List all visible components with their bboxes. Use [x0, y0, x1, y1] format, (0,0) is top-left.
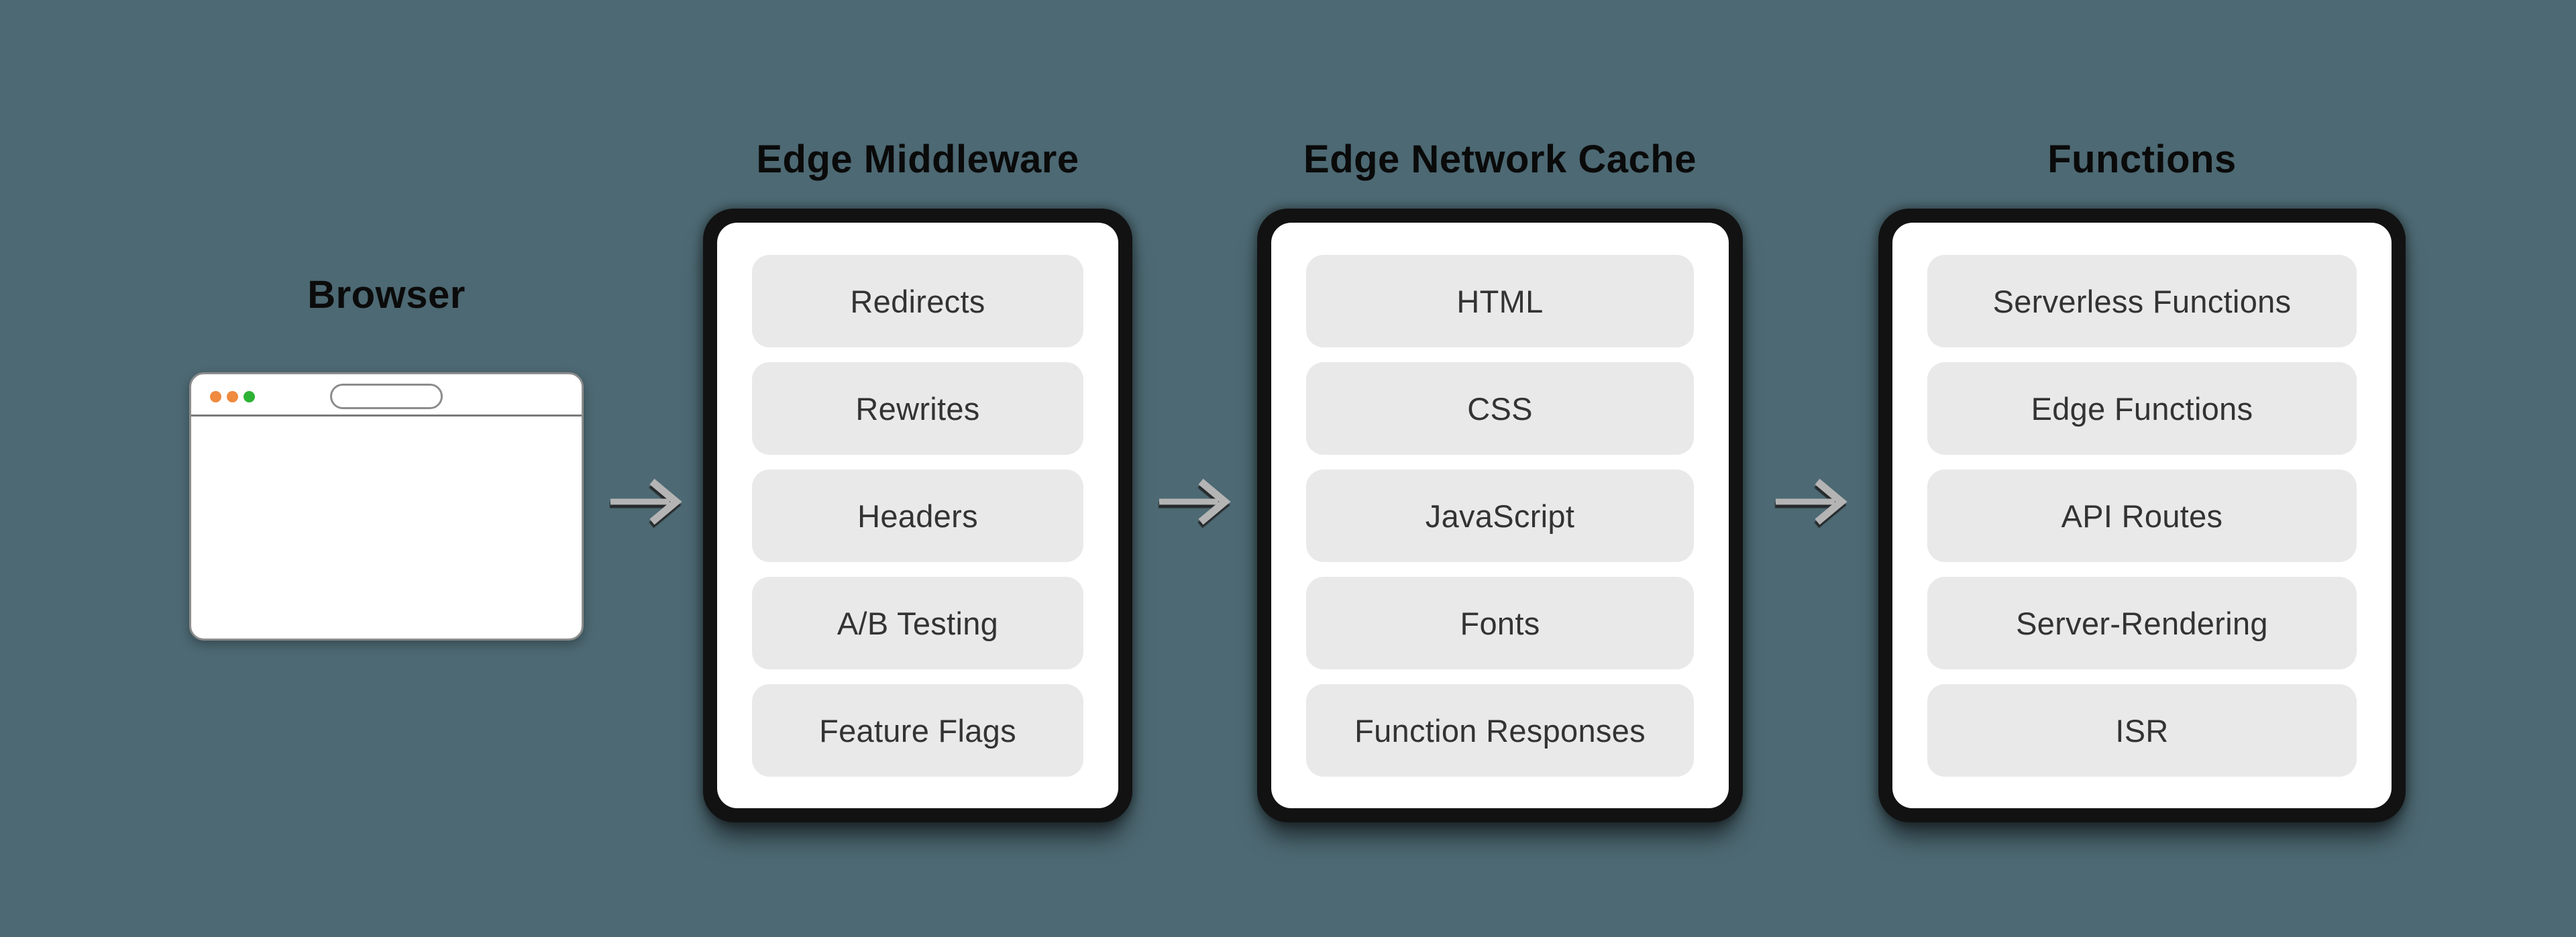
card-item-html: HTML: [1306, 255, 1694, 347]
card-item-headers: Headers: [752, 470, 1083, 562]
card-body: Redirects Rewrites Headers A/B Testing F…: [717, 223, 1118, 808]
traffic-lights: [210, 391, 255, 402]
card-item-serverless-functions: Serverless Functions: [1927, 255, 2357, 347]
card-body: HTML CSS JavaScript Fonts Function Respo…: [1271, 223, 1729, 808]
flow-arrow-icon: [609, 476, 683, 527]
column-title-edge-middleware: Edge Middleware: [756, 137, 1079, 181]
card-edge-network-cache: HTML CSS JavaScript Fonts Function Respo…: [1257, 209, 1743, 822]
browser-titlebar: [191, 374, 582, 417]
card-item-isr: ISR: [1927, 684, 2357, 777]
browser-node-label: Browser: [307, 273, 466, 317]
minimize-window-dot-icon: [227, 391, 238, 402]
url-bar: [330, 384, 443, 409]
card-item-javascript: JavaScript: [1306, 470, 1694, 562]
flow-arrow-icon: [1158, 476, 1232, 527]
card-item-redirects: Redirects: [752, 255, 1083, 347]
card-item-fonts: Fonts: [1306, 577, 1694, 669]
browser-window: [189, 372, 584, 641]
close-window-dot-icon: [210, 391, 221, 402]
card-body: Serverless Functions Edge Functions API …: [1892, 223, 2392, 808]
card-item-api-routes: API Routes: [1927, 470, 2357, 562]
card-edge-middleware: Redirects Rewrites Headers A/B Testing F…: [703, 209, 1132, 822]
maximize-window-dot-icon: [244, 391, 255, 402]
card-item-ab-testing: A/B Testing: [752, 577, 1083, 669]
card-functions: Serverless Functions Edge Functions API …: [1878, 209, 2406, 822]
card-item-css: CSS: [1306, 362, 1694, 455]
card-item-feature-flags: Feature Flags: [752, 684, 1083, 777]
card-item-function-responses: Function Responses: [1306, 684, 1694, 777]
card-item-server-rendering: Server-Rendering: [1927, 577, 2357, 669]
card-item-edge-functions: Edge Functions: [1927, 362, 2357, 455]
card-item-rewrites: Rewrites: [752, 362, 1083, 455]
flow-arrow-icon: [1774, 476, 1848, 527]
column-title-edge-network-cache: Edge Network Cache: [1303, 137, 1697, 181]
column-title-functions: Functions: [2047, 137, 2237, 181]
